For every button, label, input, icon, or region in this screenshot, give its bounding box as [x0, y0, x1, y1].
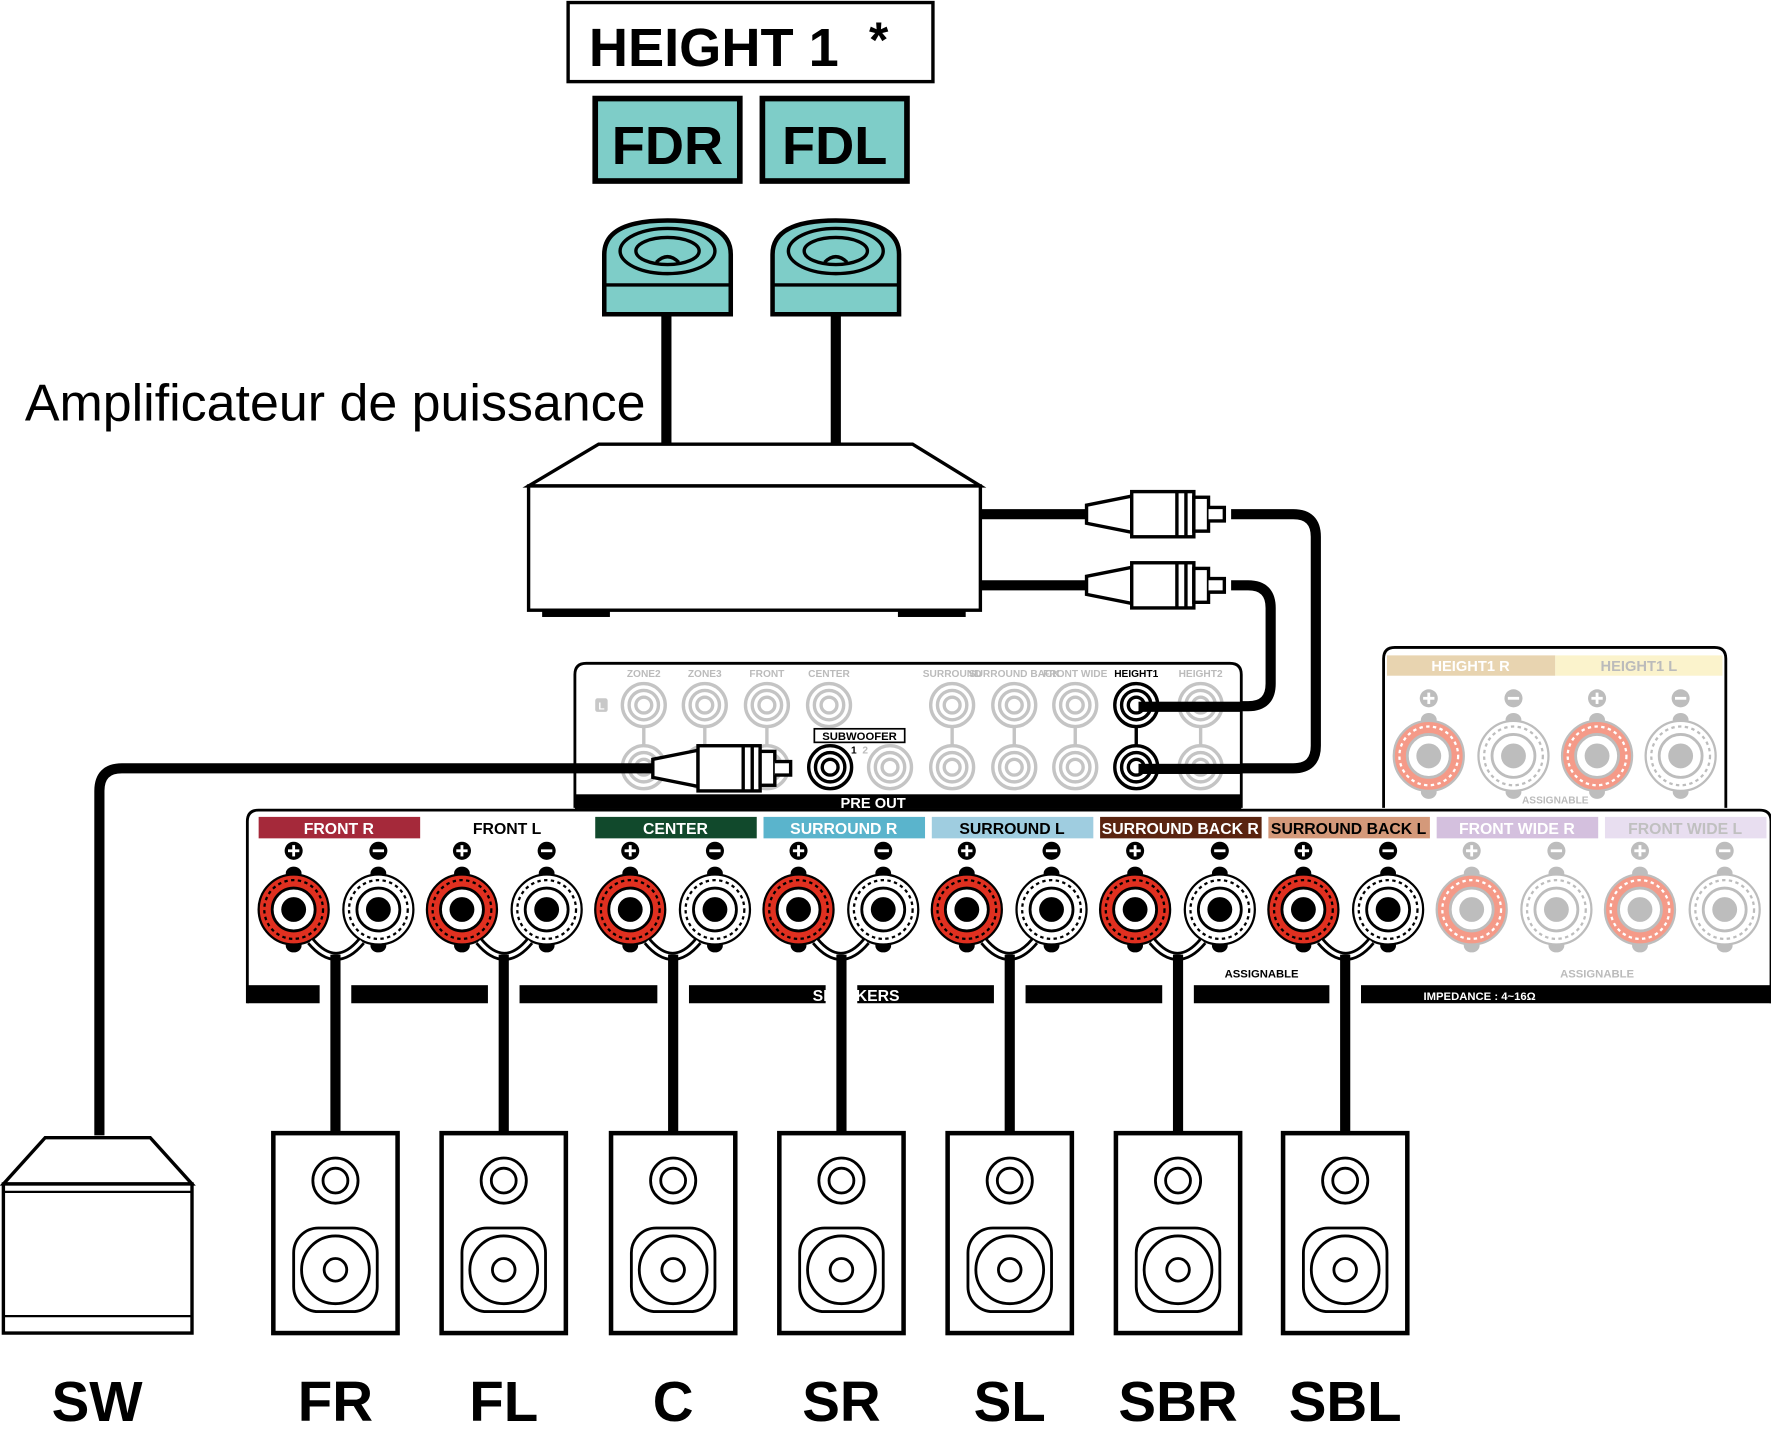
height-speaker-fdr [602, 218, 734, 317]
preout-jack-front-wide[interactable]: FRONT WIDE [1043, 669, 1108, 791]
rca-plug-icon [1084, 561, 1227, 610]
svg-text:FRONT WIDE: FRONT WIDE [1043, 669, 1108, 680]
svg-text:1: 1 [851, 746, 857, 757]
height-terminal[interactable] [1477, 689, 1550, 799]
svg-text:CENTER: CENTER [643, 821, 709, 838]
floor-speakers [271, 1130, 1410, 1336]
speaker-terminal-pair[interactable] [1267, 841, 1425, 961]
channel-label-surround-back-l: SURROUND BACK L [1268, 816, 1430, 839]
speaker-terminal-pair[interactable] [1603, 841, 1761, 953]
subwoofer-plug [651, 744, 793, 793]
speaker-terminal-pair[interactable] [257, 841, 415, 961]
rca-plug-icon [651, 744, 793, 793]
svg-text:FRONT R: FRONT R [304, 821, 375, 838]
svg-text:FDL: FDL [782, 116, 887, 176]
channel-label-front-l: FRONT L [426, 816, 589, 839]
speaker-terminal-pair[interactable] [425, 841, 583, 961]
height1-title: HEIGHT 1 [589, 18, 839, 78]
svg-text:CENTER: CENTER [808, 669, 850, 680]
channel-label-front-r: FRONT R [258, 816, 421, 839]
svg-text:FRONT: FRONT [749, 669, 785, 680]
fdr-box: FDR [592, 95, 743, 184]
svg-text:FRONT L: FRONT L [473, 821, 542, 838]
subwoofer-label: SUBWOOFER [822, 731, 897, 743]
speaker-sbr [1113, 1130, 1243, 1336]
preout-jack-surround[interactable]: SURROUND [923, 669, 982, 791]
speaker-terminal-pair[interactable] [594, 841, 752, 961]
preout-jack-height1[interactable]: HEIGHT1 [1113, 669, 1160, 791]
speaker-label-sl: SL [974, 1370, 1046, 1433]
speaker-label-fr: FR [298, 1370, 373, 1433]
impedance-label: IMPEDANCE : 4~16Ω [1424, 991, 1536, 1003]
speaker-label-sbr: SBR [1118, 1370, 1237, 1433]
speaker-label-fl: FL [469, 1370, 538, 1433]
svg-text:SURROUND: SURROUND [923, 669, 982, 680]
channel-label-front-wide-l: FRONT WIDE L [1604, 816, 1767, 839]
speaker-sr [777, 1130, 906, 1336]
preout-cables [980, 509, 1321, 774]
svg-text:HEIGHT1 L: HEIGHT1 L [1601, 659, 1678, 675]
speaker-sbl [1280, 1130, 1410, 1336]
svg-text:SURROUND BACK L: SURROUND BACK L [1271, 821, 1427, 838]
svg-text:ASSIGNABLE: ASSIGNABLE [1522, 795, 1589, 806]
preout-jack-surround-back[interactable]: SURROUND BACK [969, 669, 1061, 791]
amplifier-label: Amplificateur de puissance [25, 374, 646, 432]
height-speakers [602, 218, 902, 317]
height-terminal[interactable] [1644, 689, 1717, 799]
cable-sw [94, 763, 701, 1136]
speaker-terminal-pair[interactable] [930, 841, 1088, 961]
svg-text:SURROUND R: SURROUND R [790, 821, 898, 838]
svg-text:FRONT WIDE L: FRONT WIDE L [1628, 821, 1742, 838]
height-speaker-fdl [770, 218, 902, 317]
speaker-fr [271, 1130, 400, 1336]
svg-text:HEIGHT1 R: HEIGHT1 R [1431, 659, 1510, 675]
svg-text:FDR: FDR [612, 116, 723, 176]
svg-text:ZONE2: ZONE2 [627, 669, 661, 680]
svg-text:ASSIGNABLE: ASSIGNABLE [1225, 968, 1299, 980]
channel-label-surround-r: SURROUND R [763, 816, 926, 839]
svg-text:HEIGHT1: HEIGHT1 [1114, 669, 1158, 680]
speaker-terminal-panel: FRONT R FRONT L CENTER SURROUND R SURROUND L… [245, 808, 1771, 1005]
preout-label: PRE OUT [840, 796, 905, 812]
height-terminal[interactable] [1392, 689, 1465, 799]
speaker-terminal-pair[interactable] [1098, 841, 1256, 961]
speaker-label-sr: SR [802, 1370, 880, 1433]
height-terminal-panel: HEIGHT1 R HEIGHT1 L ASSIGNABLE [1382, 646, 1728, 808]
channel-label-front-wide-r: FRONT WIDE R [1436, 816, 1599, 839]
speaker-label-sw: SW [52, 1370, 144, 1433]
speaker-label-c: C [653, 1370, 694, 1433]
fdl-box: FDL [759, 95, 910, 184]
svg-text:ZONE3: ZONE3 [688, 669, 722, 680]
speaker-fl [439, 1130, 569, 1336]
rca-plugs [1084, 489, 1227, 610]
svg-text:FRONT WIDE R: FRONT WIDE R [1459, 821, 1575, 838]
channel-label-surround-back-r: SURROUND BACK R [1100, 816, 1262, 839]
speaker-terminal-pair[interactable] [762, 841, 920, 961]
height-terminal[interactable] [1560, 689, 1634, 799]
asterisk: * [869, 12, 889, 68]
svg-text:SURROUND BACK R: SURROUND BACK R [1102, 821, 1260, 838]
subwoofer [0, 1135, 196, 1335]
svg-text:SURROUND BACK: SURROUND BACK [969, 669, 1061, 680]
speaker-c [608, 1130, 738, 1336]
speaker-label-sbl: SBL [1289, 1370, 1402, 1433]
svg-text:L: L [598, 702, 604, 713]
speaker-terminal-pair[interactable] [1435, 841, 1593, 953]
speaker-cables [319, 954, 1362, 1134]
preout-jack-center[interactable]: CENTER [805, 669, 914, 791]
channel-label-center: CENTER [595, 816, 757, 839]
svg-text:HEIGHT2: HEIGHT2 [1179, 669, 1223, 680]
power-amplifier [522, 442, 987, 617]
speaker-sl [945, 1130, 1075, 1336]
svg-text:ASSIGNABLE: ASSIGNABLE [1560, 968, 1634, 980]
svg-text:SURROUND L: SURROUND L [959, 821, 1065, 838]
channel-label-surround-l: SURROUND L [931, 816, 1094, 839]
rca-plug-icon [1084, 489, 1227, 539]
height1-title-box: HEIGHT 1 * [566, 0, 935, 84]
svg-text:2: 2 [862, 746, 868, 757]
